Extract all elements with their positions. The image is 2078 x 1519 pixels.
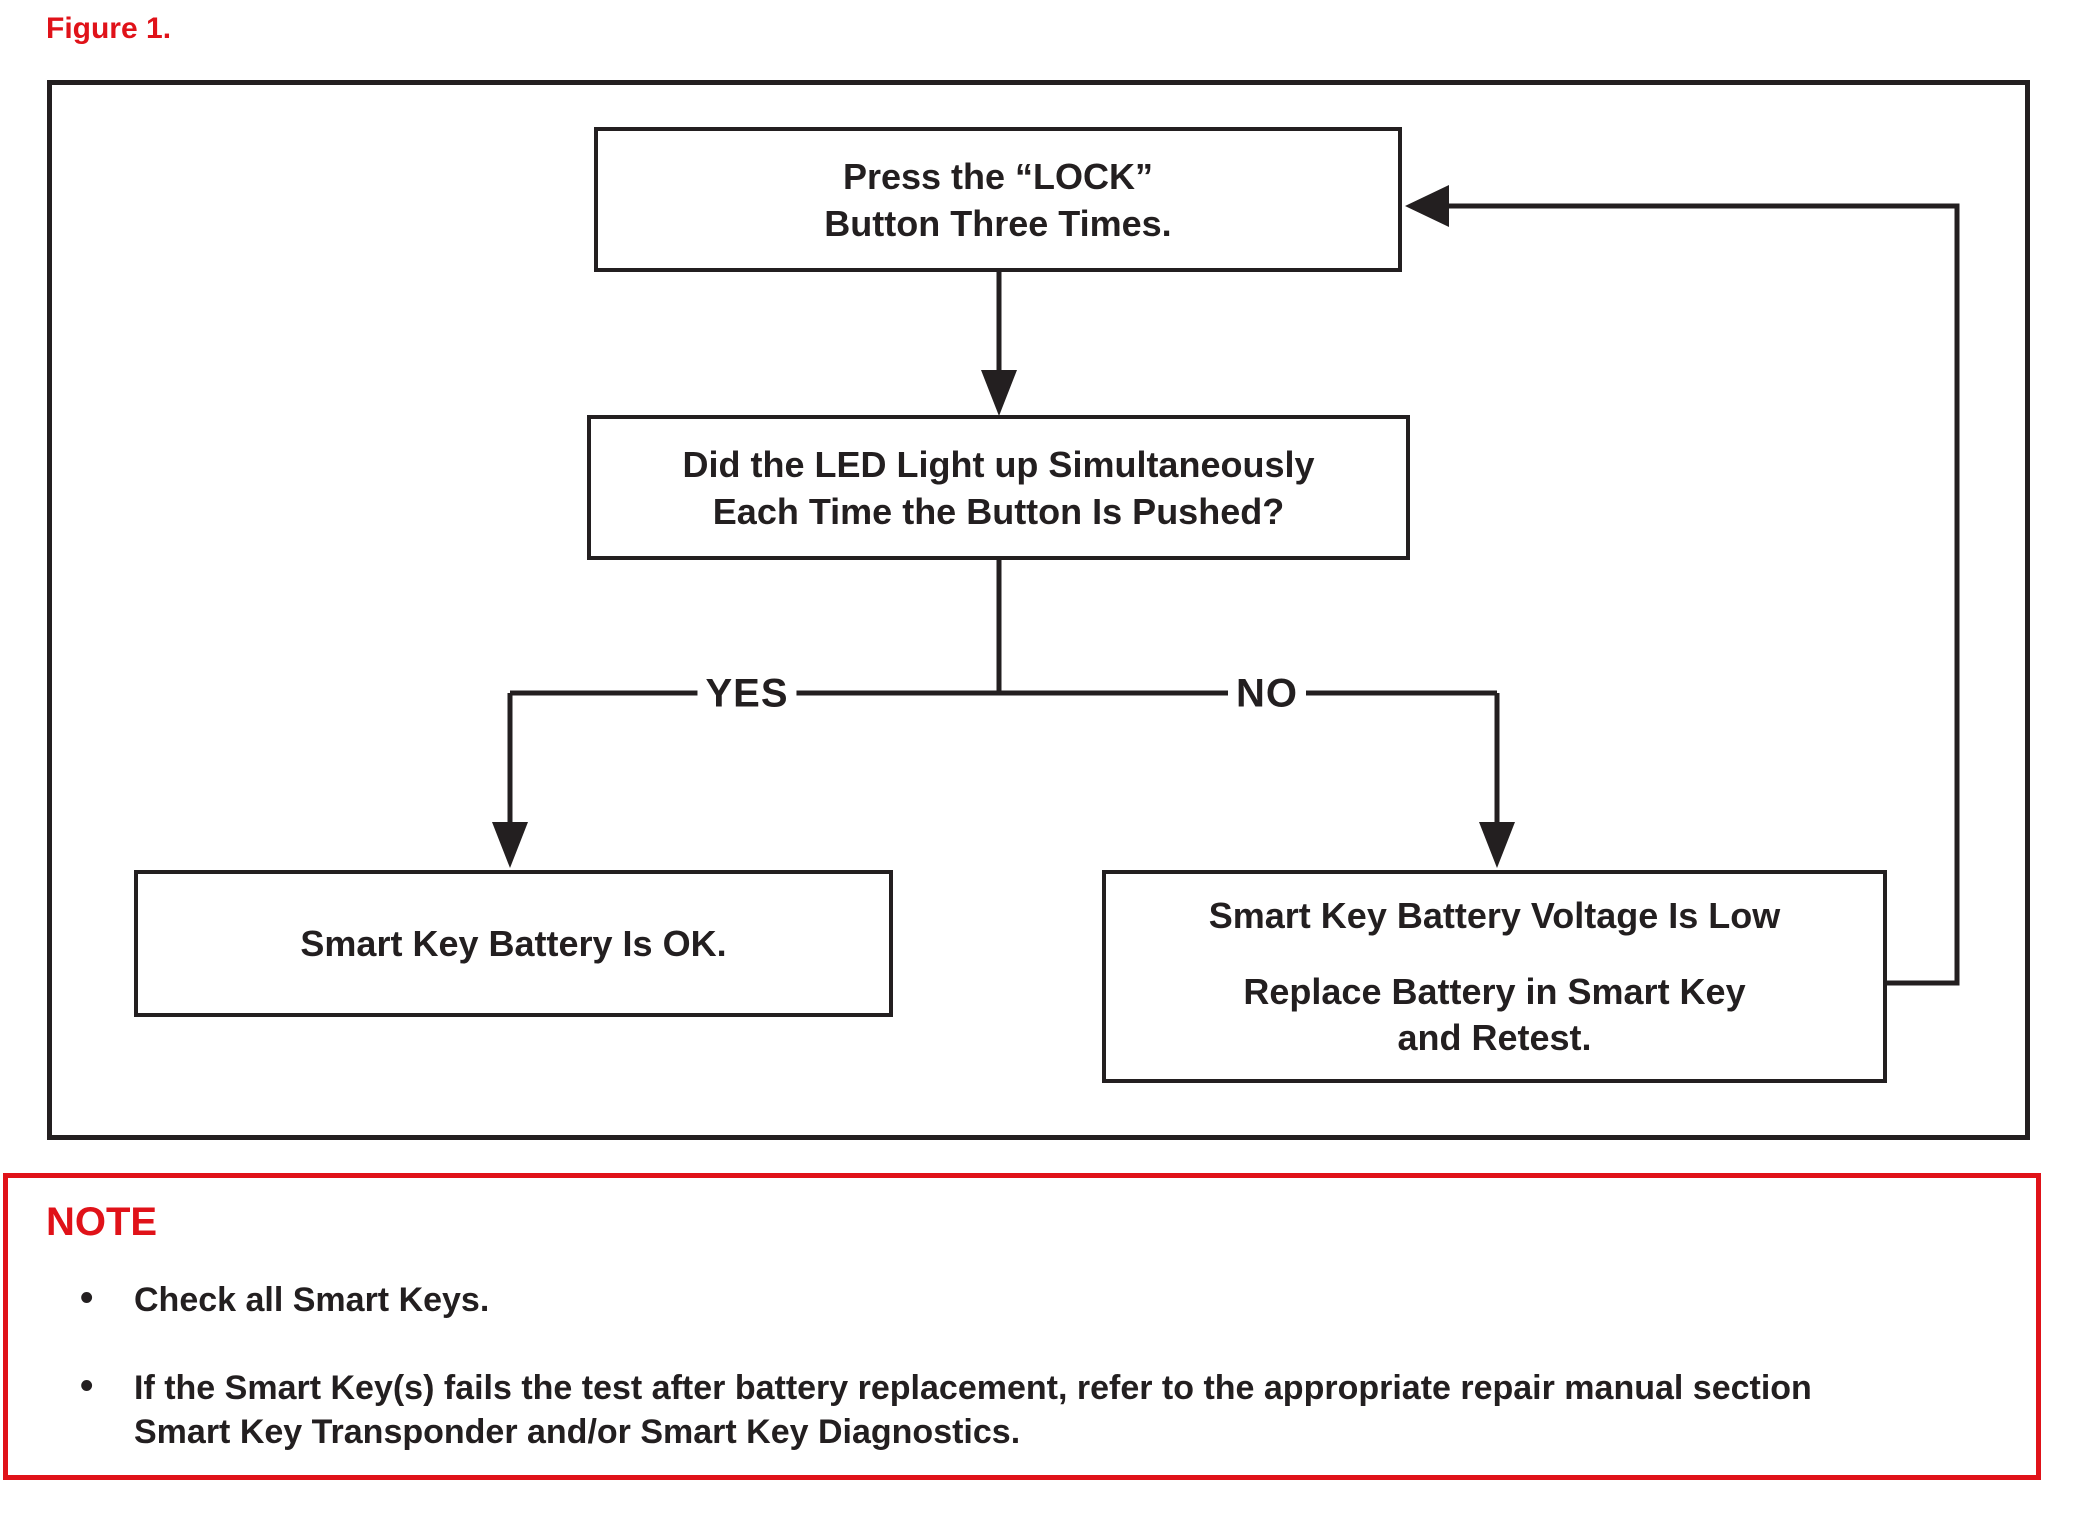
- node-led-question: Did the LED Light up Simultaneously Each…: [587, 415, 1410, 560]
- node-battery-ok: Smart Key Battery Is OK.: [134, 870, 893, 1017]
- node-battery-low: Smart Key Battery Voltage Is Low Replace…: [1102, 870, 1887, 1083]
- label-no: NO: [1228, 671, 1306, 717]
- node-battery-low-line1: Smart Key Battery Voltage Is Low: [1208, 894, 1781, 936]
- label-yes: YES: [697, 671, 797, 717]
- figure-title: Figure 1.: [46, 12, 172, 45]
- note-title: NOTE: [46, 1200, 158, 1244]
- note-box: NOTE Check all Smart Keys. If the Smart …: [3, 1173, 2041, 1480]
- note-bullet: Check all Smart Keys.: [76, 1276, 1876, 1322]
- node-led-question-line2: Each Time the Button Is Pushed?: [712, 490, 1285, 532]
- node-led-question-line1: Did the LED Light up Simultaneously: [682, 443, 1315, 485]
- node-battery-low-line2: Replace Battery in Smart Key: [1243, 970, 1746, 1012]
- node-press-lock-line1: Press the “LOCK”: [842, 155, 1154, 197]
- node-battery-low-line3: and Retest.: [1397, 1016, 1592, 1058]
- note-list: Check all Smart Keys. If the Smart Key(s…: [76, 1276, 1876, 1454]
- node-press-lock: Press the “LOCK” Button Three Times.: [594, 127, 1402, 272]
- node-battery-ok-text: Smart Key Battery Is OK.: [300, 923, 727, 964]
- note-bullet: If the Smart Key(s) fails the test after…: [76, 1364, 1876, 1454]
- node-press-lock-line2: Button Three Times.: [824, 202, 1172, 244]
